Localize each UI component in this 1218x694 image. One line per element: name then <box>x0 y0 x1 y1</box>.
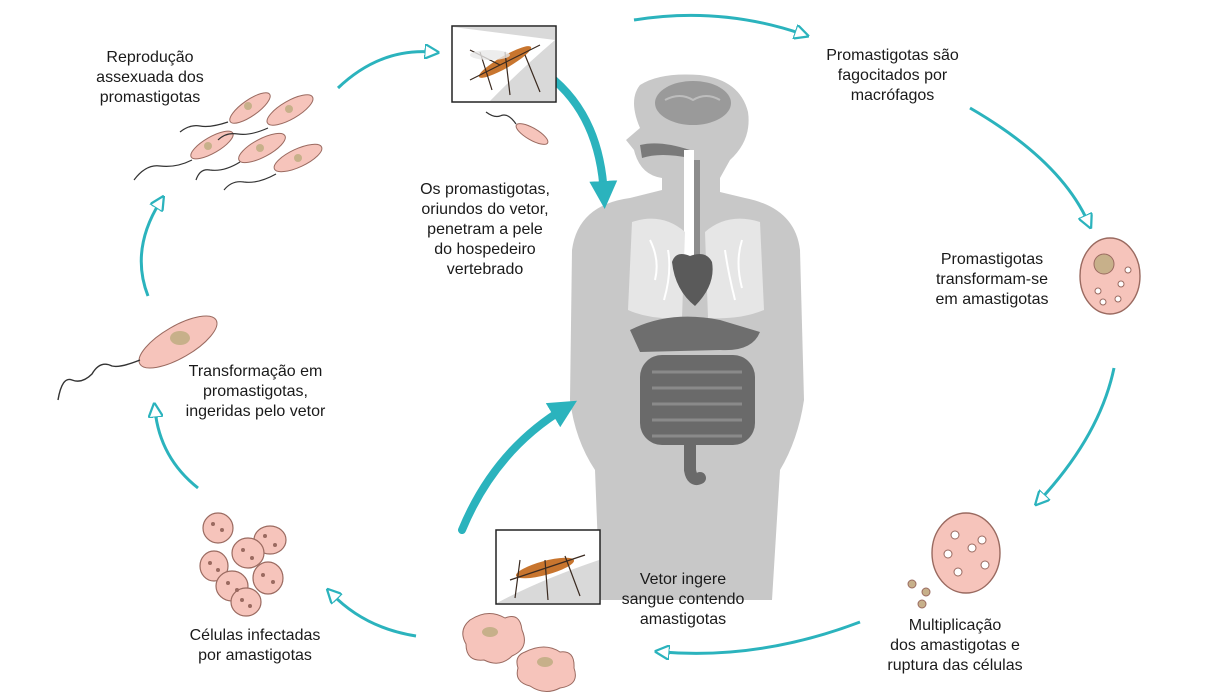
label-multiplicacao: Multiplicação dos amastigotas e ruptura … <box>870 616 1040 676</box>
label-transformam: Promastigotas transformam-se em amastigo… <box>922 250 1062 310</box>
label-penetram: Os promastigotas, oriundos do vetor, pen… <box>400 180 570 280</box>
label-celulas-infectadas: Células infectadas por amastigotas <box>170 626 340 666</box>
label-vetor-ingere: Vetor ingere sangue contendo amastigotas <box>608 570 758 630</box>
mosquito-icon <box>452 26 556 102</box>
macrophage-icon <box>908 513 1000 608</box>
label-reproducao: Reprodução assexuada dos promastigotas <box>80 48 220 108</box>
label-fagocitados: Promastigotas são fagocitados por macróf… <box>800 46 985 106</box>
mosquito-icon <box>496 530 600 604</box>
human-body-icon <box>570 74 804 600</box>
label-transformacao: Transformação em promastigotas, ingerida… <box>168 362 343 422</box>
promastigote-icon <box>486 112 551 148</box>
macrophage-icon <box>1080 238 1140 314</box>
macrophage-icon <box>463 613 576 691</box>
